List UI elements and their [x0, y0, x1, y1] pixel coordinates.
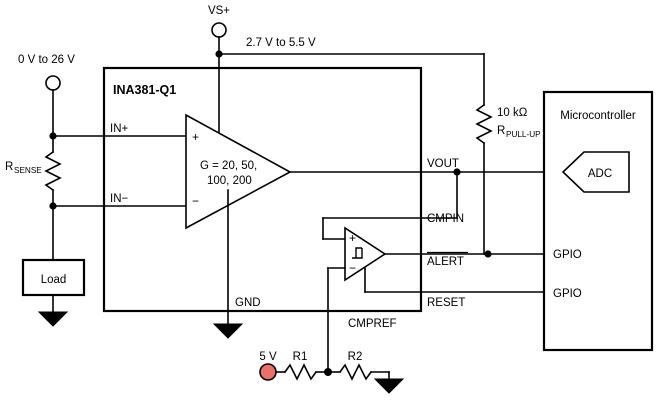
current-sense-amplifier-symbol [185, 113, 292, 230]
pin-label-alert: ALERT [427, 256, 464, 268]
rsense-symbol [44, 150, 62, 192]
gain-label-line2: 100, 200 [207, 175, 252, 187]
comparator-minus-sign: − [349, 261, 356, 275]
opamp-plus-sign: + [192, 130, 199, 144]
ground-symbol-divider [373, 378, 405, 394]
r1-symbol [283, 363, 318, 381]
five-volt-terminal[interactable] [259, 363, 277, 381]
adc-symbol [561, 151, 630, 193]
microcontroller-box [542, 90, 654, 352]
load-supply-terminal[interactable] [45, 75, 61, 91]
vs-range-label: 2.7 V to 5.5 V [246, 37, 316, 49]
ground-symbol-load [37, 311, 69, 327]
rpullup-value: 10 kΩ [497, 107, 528, 119]
node-alert-pullup [484, 250, 492, 258]
load-label: Load [41, 274, 67, 286]
pin-label-gnd: GND [235, 297, 261, 309]
microcontroller-title: Microcontroller [560, 110, 636, 122]
gain-label-line1: G = 20, 50, [200, 160, 257, 172]
device-label: INA381-Q1 [113, 83, 176, 97]
r2-label: R2 [348, 351, 363, 363]
vs-plus-label: VS+ [208, 5, 230, 17]
r1-label: R1 [293, 351, 308, 363]
rpullup-label-base: R [497, 125, 505, 137]
pin-label-vout: VOUT [427, 158, 459, 170]
adc-label: ADC [588, 168, 612, 180]
ina381-ic-boundary [102, 66, 423, 313]
comparator-symbol [344, 226, 387, 282]
gpio-reset-label: GPIO [553, 288, 582, 300]
five-volt-label: 5 V [259, 351, 277, 363]
load-supply-label: 0 V to 26 V [18, 54, 75, 66]
pin-label-cmpin: CMPIN [427, 213, 464, 225]
rpullup-symbol [475, 103, 493, 145]
pin-label-reset: RESET [427, 297, 465, 309]
gpio-alert-label: GPIO [553, 249, 582, 261]
pin-label-in-minus: IN− [110, 193, 129, 205]
opamp-minus-sign: − [192, 194, 199, 208]
pin-label-cmpref: CMPREF [348, 318, 397, 330]
r2-symbol [338, 363, 373, 381]
comparator-plus-sign: + [349, 231, 356, 245]
ground-symbol-ic [212, 323, 244, 339]
rpullup-label-sub: PULL-UP [506, 130, 541, 139]
hysteresis-icon [352, 247, 363, 259]
rsense-label-base: R [5, 161, 13, 173]
vs-plus-terminal[interactable] [211, 22, 227, 38]
rsense-label-sub: SENSE [14, 166, 42, 175]
pin-label-in-plus: IN+ [110, 123, 129, 135]
